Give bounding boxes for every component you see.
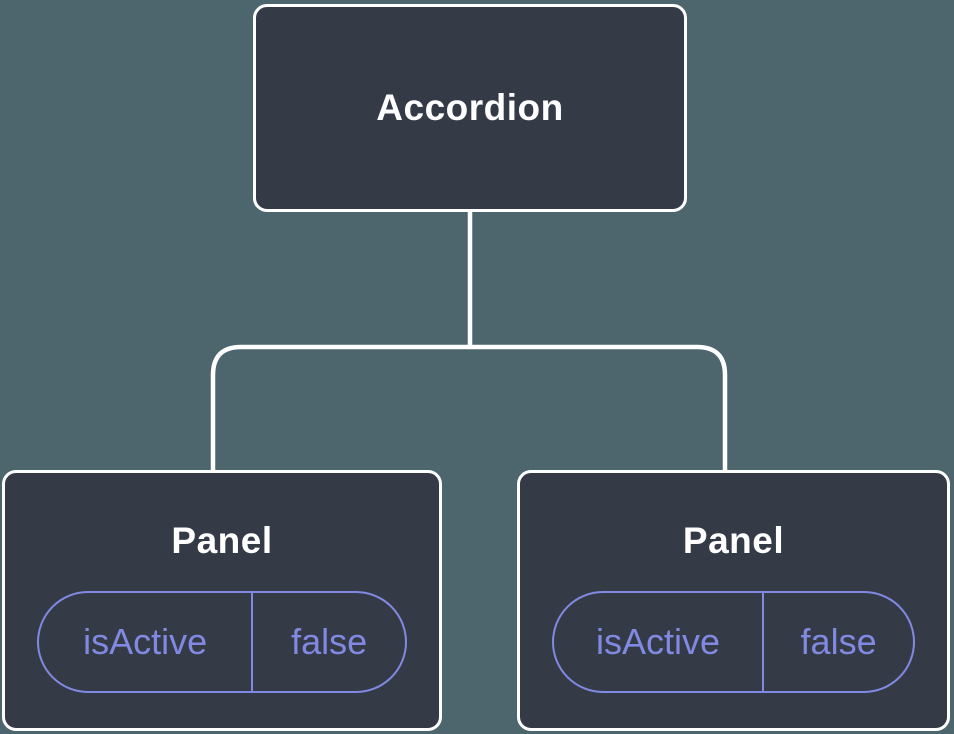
state-pill: isActive false xyxy=(37,591,407,693)
state-key: isActive xyxy=(554,593,765,691)
panel-node-right: Panel isActive false xyxy=(517,470,950,731)
accordion-node-label: Accordion xyxy=(376,87,564,128)
children-bracket-line xyxy=(210,344,728,472)
accordion-node: Accordion xyxy=(253,4,687,212)
state-value: false xyxy=(291,621,368,662)
panel-node-left: Panel isActive false xyxy=(2,470,442,731)
panel-node-label: Panel xyxy=(171,520,273,561)
state-value: false xyxy=(800,621,877,662)
state-pill: isActive false xyxy=(552,591,915,693)
state-key: isActive xyxy=(39,593,254,691)
panel-node-label: Panel xyxy=(682,520,785,561)
